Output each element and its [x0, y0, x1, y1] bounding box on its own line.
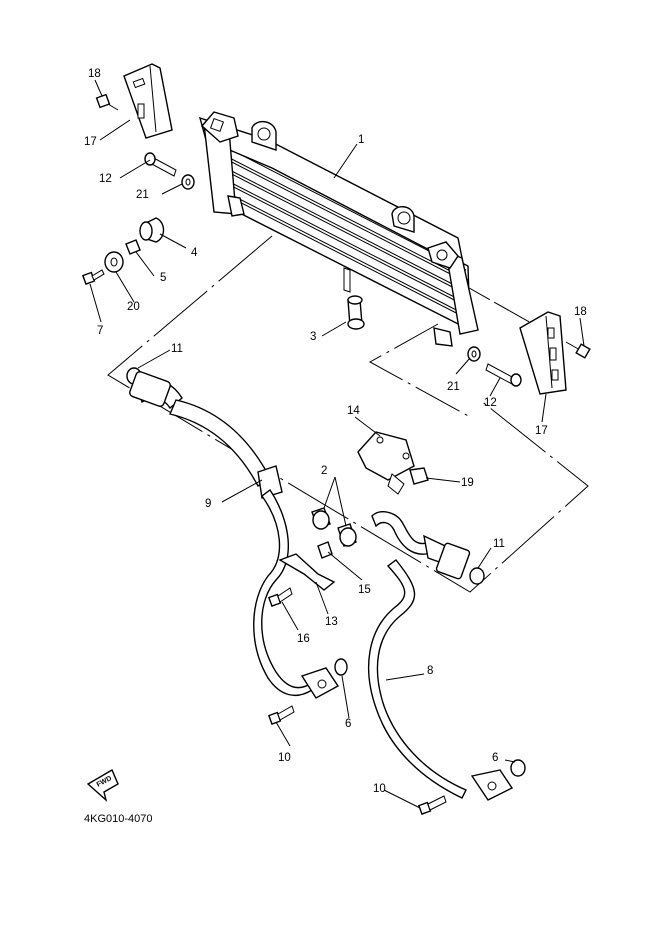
callout-18-left: 18 — [88, 68, 101, 80]
bolt-16 — [267, 587, 293, 607]
collar-5 — [125, 239, 141, 255]
washer-20 — [104, 251, 124, 273]
leader-lines — [89, 79, 585, 809]
callout-11-left: 11 — [171, 343, 183, 355]
nut-19 — [409, 467, 429, 485]
callout-numbers: 1 2 3 4 5 6 6 7 8 9 10 10 11 11 12 12 13… — [84, 68, 587, 795]
callout-17-right: 17 — [535, 425, 548, 437]
callout-12-left: 12 — [99, 173, 112, 185]
oil-hose-9 — [129, 371, 340, 699]
grommet-4 — [139, 217, 165, 243]
callout-8: 8 — [427, 665, 433, 677]
drawing-code: 4KG010-4070 — [84, 813, 153, 825]
bolt-12-left — [144, 152, 177, 177]
bolt-7 — [81, 269, 105, 285]
washer-21-left — [181, 174, 195, 190]
callout-7: 7 — [97, 325, 103, 337]
o-ring-11-right — [469, 567, 485, 585]
callout-15: 15 — [358, 584, 371, 596]
o-ring-6-middle — [334, 658, 348, 676]
callout-19: 19 — [461, 477, 474, 489]
callout-2: 2 — [321, 465, 327, 477]
washer-21-right — [467, 346, 481, 362]
callout-18-right: 18 — [574, 306, 587, 318]
callout-1: 1 — [358, 134, 364, 146]
collar-15 — [317, 541, 333, 559]
callout-10-lower: 10 — [373, 783, 386, 795]
callout-21-right: 21 — [447, 381, 460, 393]
bolt-18-left — [95, 93, 119, 111]
callout-16: 16 — [297, 633, 310, 645]
o-ring-6-right — [510, 759, 526, 777]
bolt-10-lower — [417, 795, 447, 815]
callout-14: 14 — [347, 405, 360, 417]
oil-hose-8 — [367, 511, 514, 801]
callout-21-left: 21 — [136, 189, 149, 201]
callout-13: 13 — [325, 616, 338, 628]
callout-10-middle: 10 — [278, 752, 291, 764]
right-bracket — [519, 311, 567, 395]
bracket-14 — [357, 431, 415, 495]
fwd-arrow-icon: FWD — [86, 768, 119, 803]
callout-6-middle: 6 — [345, 718, 351, 730]
bolt-18-right — [565, 341, 591, 359]
callout-4: 4 — [191, 247, 198, 259]
callout-6-right: 6 — [492, 752, 498, 764]
callout-3: 3 — [310, 331, 316, 343]
left-bracket — [123, 63, 173, 139]
clamp-13 — [278, 553, 336, 591]
damper-2 — [311, 507, 357, 547]
grommet-3 — [347, 295, 365, 330]
callout-9: 9 — [205, 498, 211, 510]
bolt-10-middle — [267, 705, 295, 725]
callout-12-right: 12 — [484, 397, 497, 409]
callout-20: 20 — [127, 301, 140, 313]
callout-5: 5 — [160, 272, 166, 284]
bolt-12-right — [485, 363, 522, 387]
callout-17-left: 17 — [84, 136, 97, 148]
oil-cooler-radiator — [198, 111, 479, 347]
callout-11-right: 11 — [493, 538, 505, 550]
